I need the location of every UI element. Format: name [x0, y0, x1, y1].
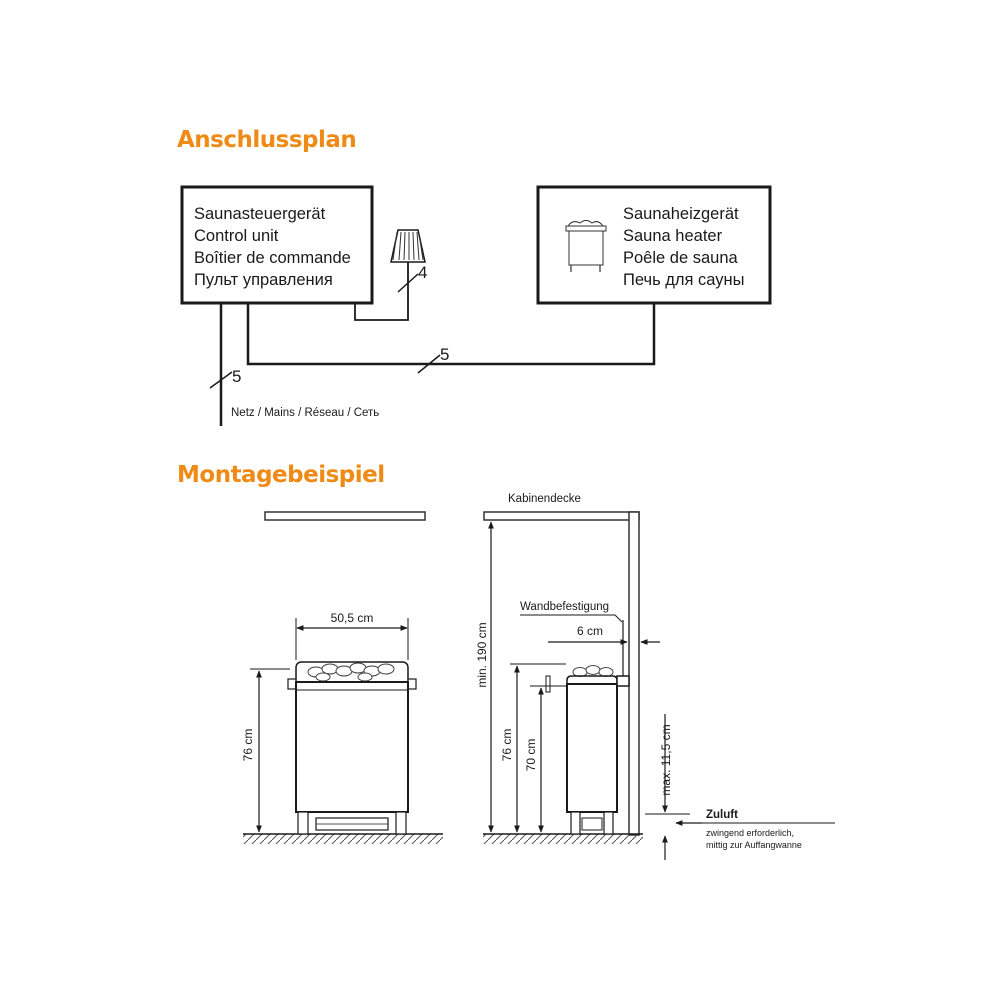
control-unit-label-fr: Boîtier de commande [194, 249, 351, 267]
control-unit-label-en: Control unit [194, 227, 279, 245]
heater-cable-cores: 5 [440, 345, 449, 364]
sauna-heater-label-ru: Печь для сауны [623, 271, 745, 289]
max-gap-label: max. 11,5 cm [659, 724, 673, 795]
front-view: 50,5 cm 76 cm [241, 511, 443, 844]
side-height-76-label: 76 cm [500, 729, 514, 762]
side-view: Kabinendecke [475, 493, 835, 860]
lamp-icon [390, 229, 426, 263]
air-inlet-label: Zuluft [706, 809, 738, 821]
wall-distance-label: 6 cm [577, 624, 603, 638]
sauna-heater-label-fr: Poêle de sauna [623, 249, 739, 267]
wiring-plan: Saunasteuergerät Control unit Boîtier de… [180, 185, 772, 426]
front-width-label: 50,5 cm [331, 611, 374, 625]
air-inlet-note-1: zwingend erforderlich, [706, 828, 794, 838]
mains-label: Netz / Mains / Réseau / Сеть [231, 407, 379, 419]
side-floor-hatch [483, 834, 643, 844]
wiring-plan-heading: Anschlussplan [177, 127, 357, 153]
side-height-70-label: 70 cm [524, 739, 538, 772]
front-heater [287, 661, 417, 835]
side-heater [545, 620, 630, 835]
lamp-cable [354, 262, 409, 321]
heater-icon [565, 220, 607, 272]
ceiling-label: Kabinendecke [508, 493, 581, 505]
air-inlet-note-2: mittig zur Auffangwanne [706, 840, 802, 850]
wall-mount-label: Wandbefestigung [520, 601, 609, 613]
min-height-label: min. 190 cm [475, 622, 489, 687]
control-unit-label-ru: Пульт управления [194, 271, 333, 289]
sauna-heater-label-en: Sauna heater [623, 227, 723, 245]
control-unit-box: Saunasteuergerät Control unit Boîtier de… [180, 185, 374, 305]
wall-bracket [616, 675, 630, 687]
lamp-cable-cores: 4 [418, 263, 427, 282]
cabin-wall [628, 511, 640, 836]
cabin-ceiling [483, 511, 640, 521]
sauna-heater-label-de: Saunaheizgerät [623, 205, 739, 223]
heater-cable [246, 303, 656, 366]
control-unit-label-de: Saunasteuergerät [194, 205, 326, 223]
front-height-label: 76 cm [241, 729, 255, 762]
mains-cable-cores: 5 [232, 367, 241, 386]
mounting-example-heading: Montagebeispiel [177, 462, 385, 488]
front-ceiling [264, 511, 426, 521]
sauna-heater-box: Saunaheizgerät Sauna heater Poêle de sau… [536, 185, 772, 305]
front-floor-hatch [243, 834, 443, 844]
